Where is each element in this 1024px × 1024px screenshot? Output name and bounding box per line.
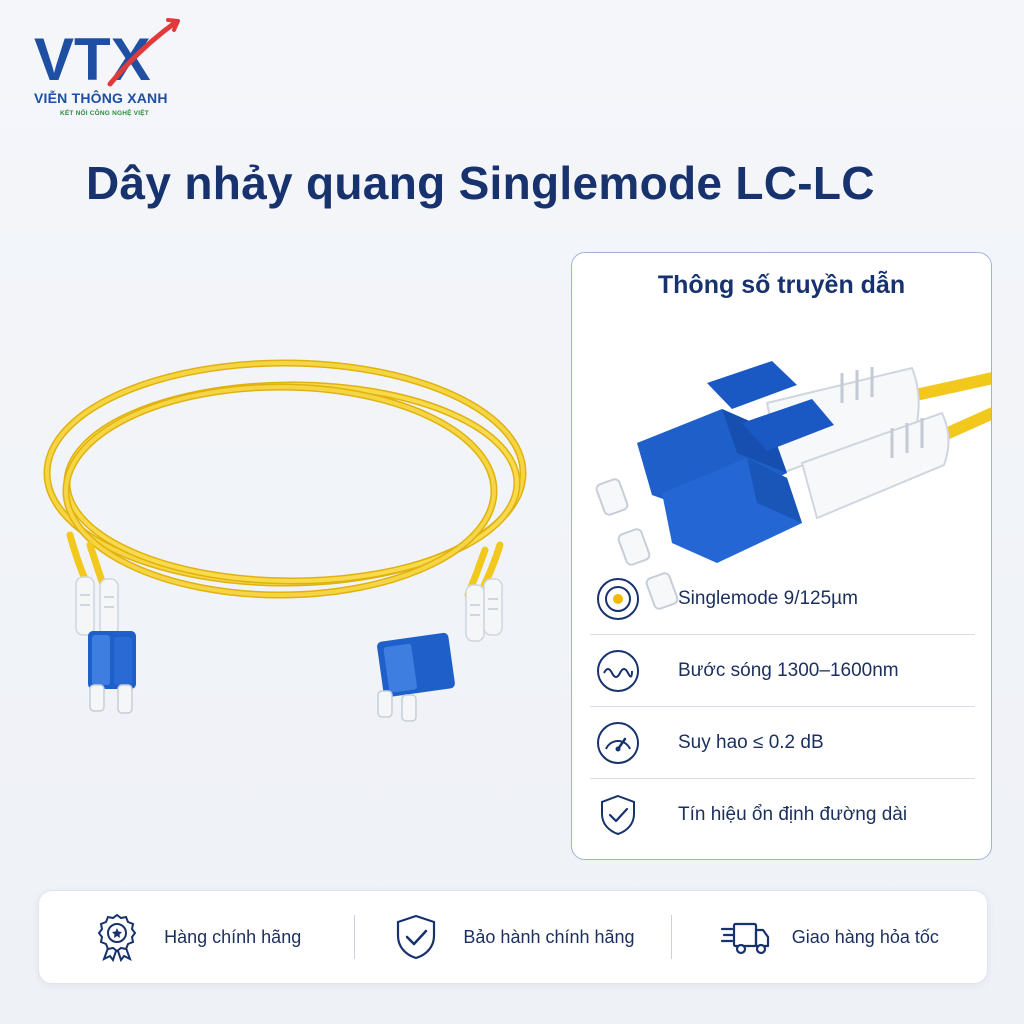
feature-genuine: Hàng chính hãng xyxy=(39,891,354,983)
lc-connector-closeup xyxy=(595,361,991,610)
award-badge-icon xyxy=(97,913,137,962)
feature-divider xyxy=(670,915,672,959)
brand-logo: VTX VIỄN THÔNG XANH KẾT NỐI CÔNG NGHỆ VI… xyxy=(30,18,190,118)
spec-item-wavelength: Bước sóng 1300–1600nm xyxy=(590,635,975,707)
spec-item-label: Suy hao ≤ 0.2 dB xyxy=(678,731,824,753)
left-lc-connector xyxy=(75,576,136,714)
delivery-truck-icon xyxy=(720,922,769,955)
spec-card: Thông số truyền dẫn Singlemode 9/125µm xyxy=(571,252,992,860)
page-title: Dây nhảy quang Singlemode LC-LC xyxy=(86,157,875,209)
feature-divider xyxy=(354,915,356,959)
gauge-icon xyxy=(597,721,639,764)
shield-check-icon xyxy=(397,914,436,960)
brand-tagline: KẾT NỐI CÔNG NGHỆ VIỆT xyxy=(60,110,149,117)
features-bar: Hàng chính hãng Bảo hành chính hãng Giao… xyxy=(38,890,988,984)
spec-item-label: Bước sóng 1300–1600nm xyxy=(678,659,899,681)
wave-icon xyxy=(597,649,639,692)
shield-check-icon xyxy=(601,794,635,836)
spec-item-label: Tín hiệu ổn định đường dài xyxy=(678,804,908,825)
feature-warranty: Bảo hành chính hãng xyxy=(355,891,670,983)
spec-card-title: Thông số truyền dẫn xyxy=(657,271,906,299)
spec-item-loss: Suy hao ≤ 0.2 dB xyxy=(590,707,975,779)
feature-label: Giao hàng hỏa tốc xyxy=(791,926,939,947)
fiber-cable-illustration xyxy=(43,359,527,722)
feature-label: Hàng chính hãng xyxy=(164,926,302,947)
spec-item-fiber-type: Singlemode 9/125µm xyxy=(590,563,975,635)
feature-express-delivery: Giao hàng hỏa tốc xyxy=(672,891,987,983)
feature-label: Bảo hành chính hãng xyxy=(463,926,635,947)
fiber-core-icon xyxy=(597,577,639,620)
brand-name: VIỄN THÔNG XANH xyxy=(34,90,168,106)
spec-list: Singlemode 9/125µm Bước sóng 1300–1600nm… xyxy=(590,563,975,851)
right-lc-connector xyxy=(377,578,503,722)
vtx-logo-mark: VTX xyxy=(34,18,180,88)
spec-item-label: Singlemode 9/125µm xyxy=(678,587,858,609)
spec-item-signal: Tín hiệu ổn định đường dài xyxy=(590,779,975,851)
